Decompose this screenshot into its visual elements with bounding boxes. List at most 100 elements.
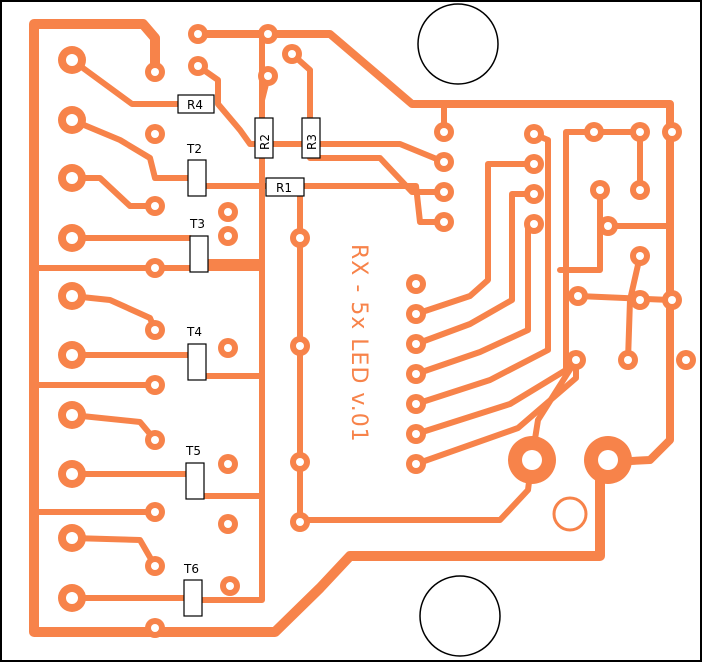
solder-pad (145, 618, 165, 638)
solder-pad (524, 184, 544, 204)
solder-pad (630, 246, 650, 266)
trace-r4 (195, 63, 447, 165)
solder-pad (282, 44, 302, 64)
solder-pad (618, 350, 638, 370)
solder-pad (58, 282, 86, 310)
solder-pad (662, 122, 682, 142)
pads-layer (58, 24, 696, 638)
label-t3: T3 (189, 217, 205, 231)
solder-pad (58, 341, 86, 369)
solder-pad (584, 122, 604, 142)
solder-pad (218, 338, 238, 358)
solder-pad (58, 46, 86, 74)
hole-ring (552, 496, 588, 532)
label-t2: T2 (186, 142, 202, 156)
solder-pad (58, 164, 86, 192)
large-pad-left-hole (522, 450, 542, 470)
solder-pad (630, 122, 650, 142)
solder-pad (598, 216, 618, 236)
solder-pad (524, 154, 544, 174)
mounting-hole-bottom (419, 575, 501, 657)
solder-pad (434, 152, 454, 172)
solder-pad (406, 334, 426, 354)
solder-pad (218, 514, 238, 534)
solder-pad (434, 122, 454, 142)
resistor-r2: R2 (254, 117, 274, 159)
transistor-t5: T5 (185, 444, 205, 500)
solder-pad (145, 502, 165, 522)
solder-pad (145, 196, 165, 216)
solder-pad (406, 304, 426, 324)
solder-pad (188, 56, 208, 76)
solder-pad (145, 320, 165, 340)
solder-pad (145, 124, 165, 144)
solder-pad (58, 224, 86, 252)
solder-pad (58, 584, 86, 612)
solder-pad (524, 124, 544, 144)
trace-ribbon-1 (413, 161, 537, 317)
solder-pad (290, 512, 310, 532)
label-t6: T6 (183, 562, 199, 576)
resistor-r4: R4 (177, 94, 215, 114)
solder-pad (590, 180, 610, 200)
solder-pad (258, 24, 278, 44)
solder-pad (568, 286, 588, 306)
solder-pad (566, 350, 586, 370)
solder-pad (406, 274, 426, 294)
solder-pad (406, 454, 426, 474)
resistor-r3: R3 (301, 117, 321, 159)
solder-pad (406, 394, 426, 414)
trace-row-i (69, 535, 158, 569)
label-r3: R3 (305, 134, 319, 150)
solder-pad (58, 401, 86, 429)
label-r4: R4 (187, 98, 203, 112)
trace-ribbon-4 (413, 131, 551, 407)
solder-pad (58, 106, 86, 134)
solder-pad (188, 24, 208, 44)
transistor-t3: T3 (189, 217, 209, 273)
solder-pad (145, 430, 165, 450)
trace-r1-conn (215, 183, 447, 225)
solder-pad (290, 336, 310, 356)
solder-pad (630, 180, 650, 200)
solder-pad (662, 290, 682, 310)
transistor-t6: T6 (183, 562, 203, 617)
trace-ribbon-5 (413, 129, 597, 437)
solder-pad (290, 452, 310, 472)
solder-pad (58, 524, 86, 552)
solder-pad (406, 424, 426, 444)
label-r2: R2 (258, 134, 272, 150)
solder-pad (630, 290, 650, 310)
solder-pad (258, 66, 278, 86)
solder-pad (218, 454, 238, 474)
label-t4: T4 (186, 325, 202, 339)
large-pad-right-hole (598, 450, 618, 470)
label-r1: R1 (276, 181, 292, 195)
solder-pad (434, 212, 454, 232)
solder-pad (145, 62, 165, 82)
solder-pad (218, 202, 238, 222)
solder-pad (145, 556, 165, 576)
trace-row-b (69, 117, 193, 181)
trace-row-a (69, 57, 183, 107)
transistor-t2: T2 (186, 142, 207, 197)
solder-pad (434, 182, 454, 202)
label-t5: T5 (185, 444, 201, 458)
trace-top-bus (194, 30, 674, 466)
solder-pad (290, 228, 310, 248)
solder-pad (218, 226, 238, 246)
board-title: RX - 5x LED v.01 (346, 244, 371, 443)
solder-pad (145, 375, 165, 395)
mounting-hole-top (417, 3, 499, 85)
solder-pad (676, 350, 696, 370)
solder-pad (58, 460, 86, 488)
trace-left-rail (29, 19, 613, 637)
solder-pad (220, 576, 240, 596)
resistor-r1: R1 (265, 177, 305, 197)
solder-pad (145, 258, 165, 278)
transistor-t4: T4 (186, 325, 207, 381)
trace-ribbon-2 (413, 191, 537, 347)
solder-pad (524, 214, 544, 234)
copper-layer (29, 19, 674, 637)
